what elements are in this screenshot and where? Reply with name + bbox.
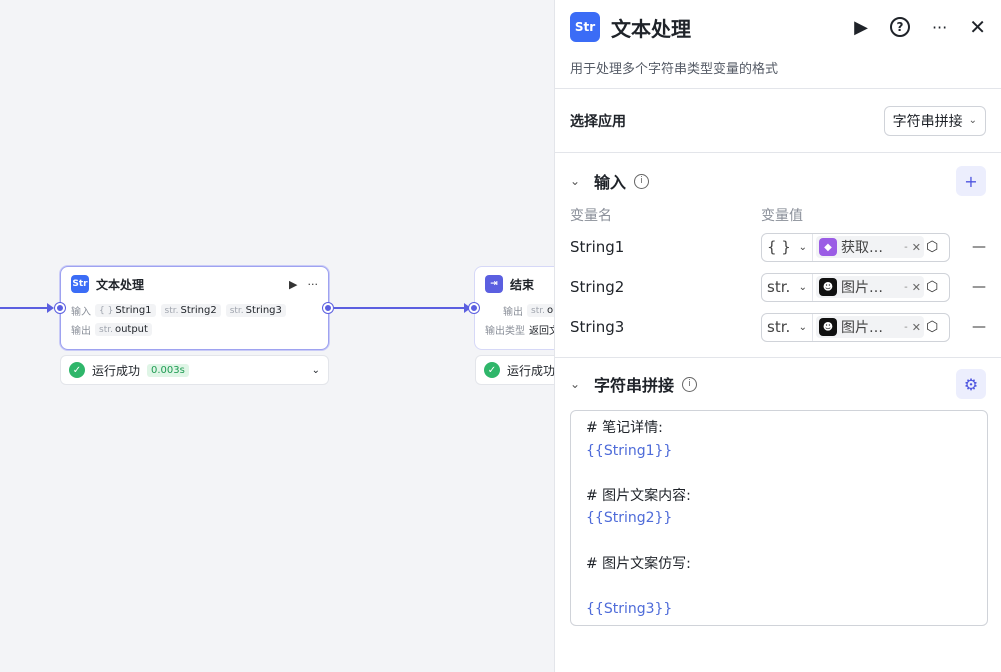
template-line: # 图片文案仿写: <box>586 555 691 572</box>
end-icon: ⇥ <box>485 275 503 293</box>
input-chip: { }String1 <box>95 304 156 317</box>
status-text: 运行成功 <box>507 363 554 378</box>
panel-description: 用于处理多个字符串类型变量的格式 <box>570 62 779 77</box>
type-select[interactable]: str.⌄ <box>762 273 813 301</box>
variable-picker-icon[interactable]: ⬡ <box>926 279 939 295</box>
clear-icon[interactable]: ✕ <box>911 320 921 334</box>
clear-icon[interactable]: ✕ <box>911 240 921 254</box>
remove-row-button[interactable]: — <box>972 239 986 255</box>
plugin-logo-icon: ☻ <box>819 278 837 296</box>
template-line <box>586 575 972 598</box>
output-chip: str.out <box>527 304 554 317</box>
text-process-icon: Str <box>570 12 600 42</box>
run-icon[interactable]: ▶ <box>854 16 868 38</box>
edge-arrow <box>464 303 471 313</box>
input-label: 输入 <box>71 307 91 318</box>
var-value-input[interactable]: str.⌄ ☻ 图片… - ✕ ⬡ <box>761 312 950 342</box>
variable-picker-icon[interactable]: ⬡ <box>926 239 939 255</box>
success-icon: ✓ <box>69 362 85 378</box>
gear-icon: ⚙ <box>963 374 979 394</box>
var-reference[interactable]: ☻ 图片… - ✕ <box>816 276 924 298</box>
remove-row-button[interactable]: — <box>972 279 986 295</box>
concat-template-editor[interactable]: # 笔记详情:{{String1}} # 图片文案内容:{{String2}} … <box>570 410 988 626</box>
more-icon[interactable]: ··· <box>307 277 319 291</box>
edge-incoming <box>0 307 48 309</box>
plugin-logo-icon: ☻ <box>819 318 837 336</box>
var-name: String3 <box>570 318 625 336</box>
template-line: {{String3}} <box>586 600 673 617</box>
col-var-value: 变量值 <box>761 208 803 224</box>
edge-arrow <box>47 303 54 313</box>
status-text: 运行成功 <box>92 363 141 378</box>
chevron-down-icon: ⌄ <box>798 281 807 293</box>
success-icon: ✓ <box>484 362 500 378</box>
var-row: String2 str.⌄ ☻ 图片… - ✕ ⬡ — <box>555 267 1001 307</box>
type-select[interactable]: { }⌄ <box>762 233 813 261</box>
end-input-port[interactable] <box>469 303 479 313</box>
var-reference[interactable]: ◆ 获取… - ✕ <box>816 236 924 258</box>
more-icon[interactable]: ··· <box>931 17 948 37</box>
remove-row-button[interactable]: — <box>972 319 986 335</box>
chevron-down-icon: ⌄ <box>798 321 807 333</box>
var-row: String3 str.⌄ ☻ 图片… - ✕ ⬡ — <box>555 307 1001 347</box>
duration-badge: 0.003s <box>147 363 189 377</box>
template-line: # 笔记详情: <box>586 420 663 436</box>
run-icon[interactable]: ▶ <box>289 277 298 291</box>
col-var-name: 变量名 <box>570 208 612 224</box>
workflow-canvas[interactable]: Str 文本处理 ▶ ··· 输入 { }String1 str.String2… <box>0 0 554 672</box>
template-line: {{String1}} <box>586 442 673 459</box>
end-node[interactable]: ⇥ 结束 输出 str.out 输出类型 返回文 <box>474 266 554 350</box>
template-line: # 图片文案内容: <box>586 487 691 504</box>
panel-title: 文本处理 <box>611 16 691 41</box>
end-run-status[interactable]: ✓ 运行成功 <box>475 355 554 385</box>
output-type-value: 返回文 <box>529 326 554 337</box>
var-value-input[interactable]: { }⌄ ◆ 获取… - ✕ ⬡ <box>761 232 950 262</box>
chevron-down-icon: ⌄ <box>968 115 977 126</box>
concat-section-title: 字符串拼接 <box>594 376 675 395</box>
chevron-down-icon[interactable]: ⌄ <box>570 174 581 188</box>
output-type-label: 输出类型 <box>485 326 525 337</box>
template-line <box>586 462 972 485</box>
help-icon[interactable]: ? <box>889 17 910 37</box>
input-port[interactable] <box>55 303 65 313</box>
plugin-logo-icon: ◆ <box>819 238 837 256</box>
var-name: String2 <box>570 278 625 296</box>
select-app-value: 字符串拼接 <box>892 113 963 130</box>
info-icon[interactable]: i <box>682 376 698 392</box>
chevron-down-icon[interactable]: ⌄ <box>570 377 581 391</box>
edge-text-to-end <box>334 307 464 309</box>
var-row: String1 { }⌄ ◆ 获取… - ✕ ⬡ — <box>555 227 1001 267</box>
select-app-label: 选择应用 <box>570 113 626 130</box>
var-value-input[interactable]: str.⌄ ☻ 图片… - ✕ ⬡ <box>761 272 950 302</box>
chevron-down-icon[interactable]: ⌄ <box>311 364 320 376</box>
input-section-title: 输入 <box>594 173 627 192</box>
node-config-panel: Str 文本处理 ▶ ? ··· ✕ 用于处理多个字符串类型变量的格式 选择应用… <box>554 0 1001 672</box>
output-chip: str.output <box>95 323 152 336</box>
input-chip: str.String3 <box>225 304 286 317</box>
node-title: 结束 <box>510 277 535 292</box>
clear-icon[interactable]: ✕ <box>911 280 921 294</box>
text-process-node[interactable]: Str 文本处理 ▶ ··· 输入 { }String1 str.String2… <box>60 266 329 350</box>
output-port[interactable] <box>323 303 333 313</box>
node-title: 文本处理 <box>96 277 145 292</box>
settings-button[interactable]: ⚙ <box>956 369 986 399</box>
output-label: 输出 <box>71 326 91 337</box>
template-line <box>586 530 972 553</box>
text-process-icon: Str <box>71 275 89 293</box>
close-icon[interactable]: ✕ <box>969 15 986 39</box>
select-app-dropdown[interactable]: 字符串拼接 ⌄ <box>883 105 986 136</box>
template-line: {{String2}} <box>586 510 673 527</box>
input-chip: str.String2 <box>160 304 221 317</box>
type-select[interactable]: str.⌄ <box>762 313 813 341</box>
chevron-down-icon: ⌄ <box>798 241 807 253</box>
run-status[interactable]: ✓ 运行成功 0.003s ⌄ <box>60 355 329 385</box>
add-input-button[interactable]: + <box>956 166 986 196</box>
var-name: String1 <box>570 238 625 256</box>
info-icon[interactable]: i <box>634 173 650 189</box>
variable-picker-icon[interactable]: ⬡ <box>926 319 939 335</box>
output-label: 输出 <box>503 307 523 318</box>
var-reference[interactable]: ☻ 图片… - ✕ <box>816 316 924 338</box>
